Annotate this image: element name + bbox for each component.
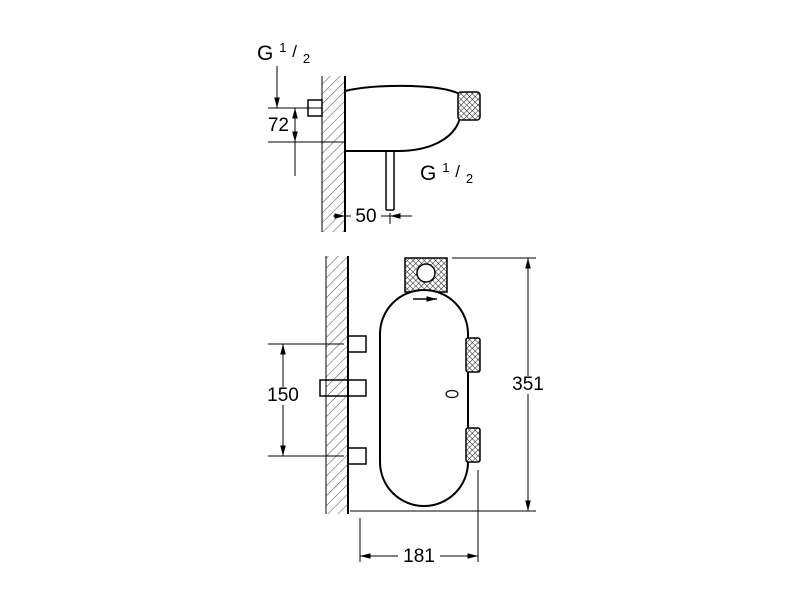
dim-50: 50 xyxy=(333,206,412,227)
front-view: 150 351 181 xyxy=(263,256,550,567)
end-knob-side xyxy=(457,91,481,121)
dim-150: 150 xyxy=(263,343,344,457)
dim-72-label: 72 xyxy=(268,115,289,136)
mixer-body-front xyxy=(379,289,469,507)
mixer-body-side xyxy=(344,84,461,152)
dim-351: 351 xyxy=(350,257,550,512)
dim-181-label: 181 xyxy=(403,546,435,567)
top-outlet-circle xyxy=(416,263,436,283)
dim-72: 72 xyxy=(268,107,345,176)
side-view: G 1 / 2 72 G 1 / 2 50 xyxy=(257,34,481,232)
dim-181: 181 xyxy=(359,470,479,567)
dim-351-label: 351 xyxy=(512,374,544,395)
dim-50-label: 50 xyxy=(355,206,376,227)
thread-label-top: G 1 / 2 xyxy=(257,34,310,66)
control-knob-bottom xyxy=(465,427,481,463)
supply-connector-middle xyxy=(319,379,367,397)
supply-connector-top xyxy=(347,335,367,353)
supply-connector-bottom xyxy=(347,447,367,465)
body-slot-detail xyxy=(445,389,459,399)
wall-hatch-side xyxy=(322,76,345,232)
wall-hatch-front xyxy=(326,256,348,514)
thread-label-bottom: G 1 / 2 xyxy=(420,154,473,186)
shower-outlet-pipe xyxy=(385,151,395,211)
dim-150-label: 150 xyxy=(267,385,299,406)
control-knob-top xyxy=(465,337,481,373)
